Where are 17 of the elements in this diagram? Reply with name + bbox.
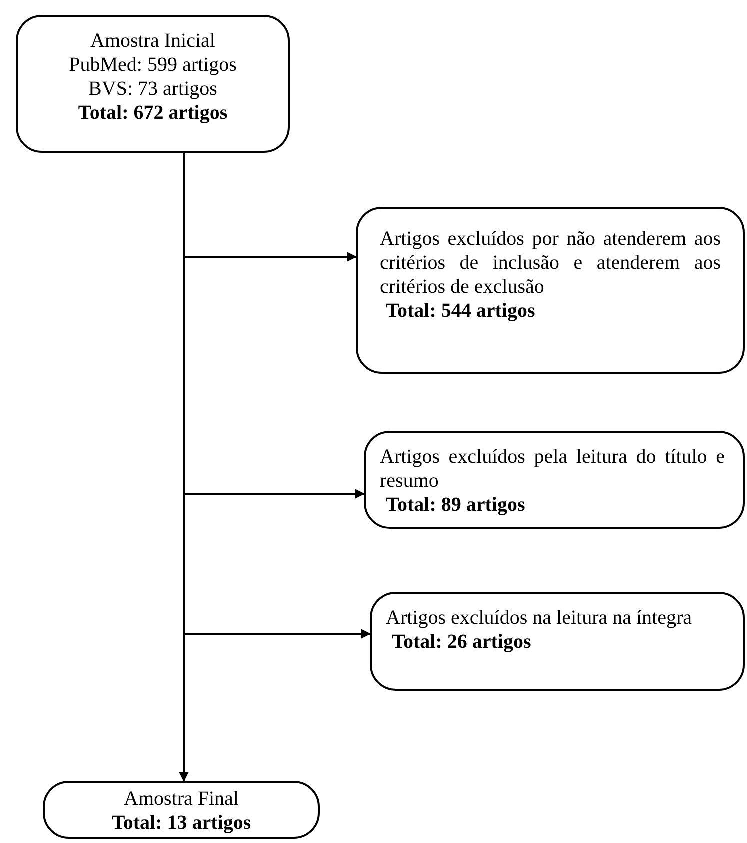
box-text: Amostra Inicial — [90, 29, 216, 53]
process-box — [364, 431, 745, 529]
box-text: Total: 544 artigos — [385, 299, 536, 323]
box-text: Total: 672 artigos — [77, 101, 229, 125]
process-box — [356, 207, 745, 374]
box-text: Total: 26 artigos — [391, 630, 532, 654]
box-text: Artigos excluídos na leitura na íntegra — [386, 606, 694, 630]
process-box — [43, 781, 320, 839]
process-box — [370, 592, 745, 691]
box-text: BVS: 73 artigos — [88, 77, 218, 101]
box-text: Amostra Final — [123, 787, 240, 811]
box-text: Total: 13 artigos — [110, 811, 252, 835]
box-text: Artigos excluídos pela leitura do título e resumo — [380, 445, 725, 493]
box-text: Artigos excluídos por não atenderem aos critérios de inclusão e atenderem aos critérios de exclusão — [380, 227, 721, 299]
box-text: Total: 89 artigos — [385, 493, 526, 517]
process-box — [16, 15, 290, 153]
box-text: PubMed: 599 artigos — [68, 53, 238, 77]
